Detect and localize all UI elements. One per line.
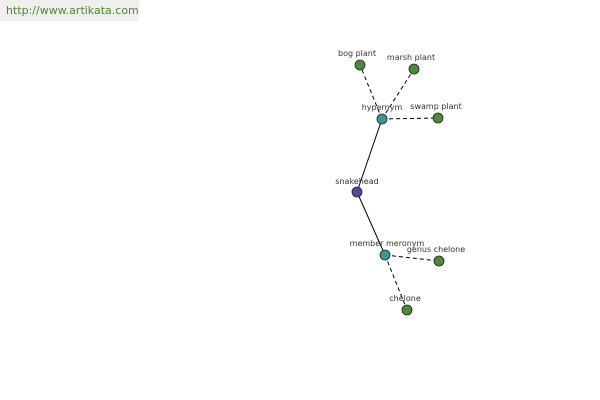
labels-layer: snakehead hypernym member meronym bog plant… xyxy=(335,49,465,303)
node-chelone[interactable] xyxy=(401,304,413,316)
node-label-bog-plant[interactable]: bog plant xyxy=(338,49,376,58)
nodes-layer xyxy=(351,59,445,316)
node-label-genus-chelone[interactable]: genus chelone xyxy=(407,245,465,254)
edges-layer xyxy=(356,64,440,311)
node-snakehead[interactable] xyxy=(351,186,363,198)
node-label-swamp-plant[interactable]: swamp plant xyxy=(410,102,461,111)
edge-member-meronym-to-genus-chelone xyxy=(384,254,440,262)
node-marsh-plant[interactable] xyxy=(408,63,420,75)
edge-hypernym-to-bog-plant xyxy=(359,64,383,120)
node-label-marsh-plant[interactable]: marsh plant xyxy=(387,53,435,62)
node-label-hypernym[interactable]: hypernym xyxy=(362,103,403,112)
edge-hypernym-to-swamp-plant xyxy=(381,117,439,120)
edge-member-meronym-to-chelone xyxy=(384,254,408,311)
node-label-chelone[interactable]: chelone xyxy=(389,294,421,303)
edge-snakehead-to-hypernym xyxy=(356,118,383,193)
edge-snakehead-to-member-meronym xyxy=(356,191,386,256)
node-swamp-plant[interactable] xyxy=(432,112,444,124)
node-label-member-meronym[interactable]: member meronym xyxy=(350,239,425,248)
edge-hypernym-to-marsh-plant xyxy=(381,68,415,120)
node-hypernym[interactable] xyxy=(376,113,388,125)
url-banner[interactable]: http://www.artikata.com xyxy=(0,0,139,21)
url-text[interactable]: http://www.artikata.com xyxy=(6,4,139,17)
node-member-meronym[interactable] xyxy=(379,249,391,261)
node-label-snakehead[interactable]: snakehead xyxy=(335,177,378,186)
node-bog-plant[interactable] xyxy=(354,59,366,71)
node-genus-chelone[interactable] xyxy=(433,255,445,267)
